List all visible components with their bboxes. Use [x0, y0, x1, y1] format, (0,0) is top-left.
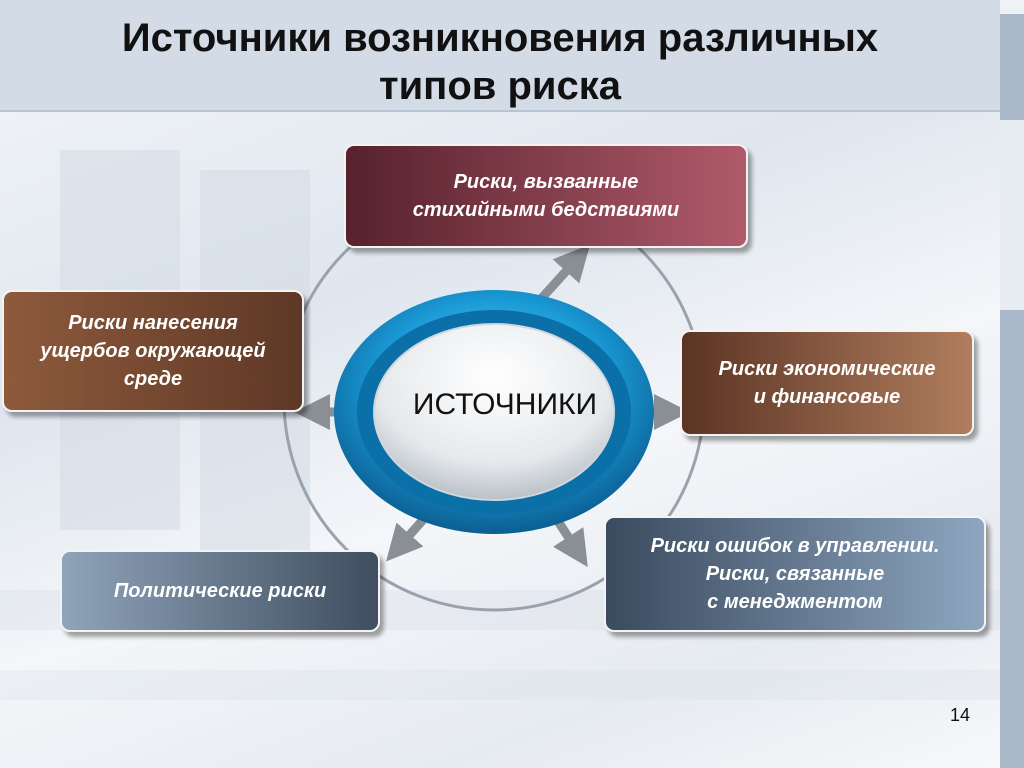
node-economic-financial-label: Риски экономические и финансовые — [718, 358, 936, 408]
node-environmental-damage-label: Риски нанесения ущербов окружающей среде — [40, 312, 266, 390]
node-natural-disasters-label: Риски, вызванные стихийными бедствиями — [412, 171, 680, 221]
node-political-label: Политические риски — [113, 580, 327, 602]
node-environmental-damage: Риски нанесения ущербов окружающей среде — [2, 290, 304, 412]
page-number: 14 — [949, 705, 970, 725]
node-management-label: Риски ошибок в управлении. Риски, связан… — [650, 535, 940, 613]
side-strip-block — [1000, 120, 1024, 310]
title-bar — [0, 0, 1000, 112]
center-core — [373, 323, 615, 501]
node-political: Политические риски — [60, 550, 380, 632]
node-economic-financial: Риски экономические и финансовые — [680, 330, 974, 436]
side-strip-block — [1000, 0, 1024, 14]
slide-title: Источники возникновения различных типов … — [40, 14, 960, 110]
node-management: Риски ошибок в управлении. Риски, связан… — [604, 516, 986, 632]
arrow-to-natural — [536, 244, 591, 304]
slide-title-line-1: Источники возникновения различных — [121, 16, 879, 60]
slide-title-line-2: типов риска — [378, 64, 621, 108]
center-label: ИСТОЧНИКИ — [412, 388, 598, 421]
node-natural-disasters: Риски, вызванные стихийными бедствиями — [344, 144, 748, 248]
background-stairs — [0, 670, 1000, 700]
